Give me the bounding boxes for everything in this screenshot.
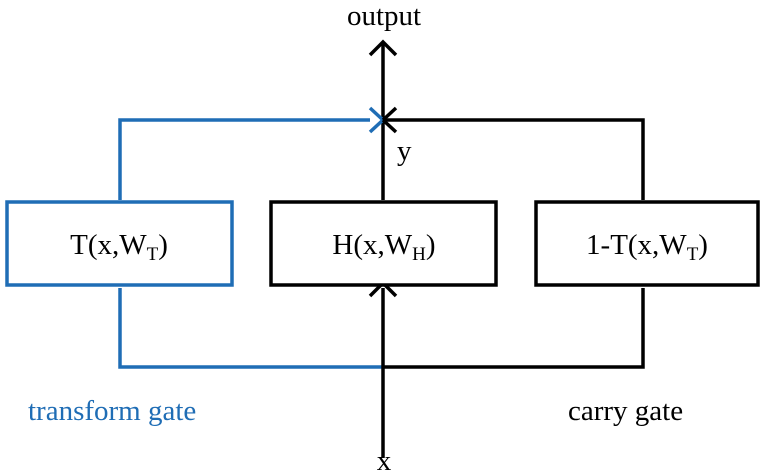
carry-gate-input-line xyxy=(383,288,645,369)
transform-gate-output-line xyxy=(118,118,370,200)
output-label: output xyxy=(347,0,421,32)
carry-gate-output-line xyxy=(383,118,645,200)
hidden-layer-function: H(x,WH) xyxy=(332,229,435,265)
carry-gate-box xyxy=(534,200,760,287)
y-label: y xyxy=(397,135,412,167)
carry-gate-function: 1-T(x,WT) xyxy=(586,229,708,265)
output-arrowhead xyxy=(368,39,398,57)
carry-gate-label: carry gate xyxy=(568,395,683,427)
junction-cross-icon xyxy=(368,106,398,134)
transform-gate-input-line xyxy=(118,288,383,369)
transform-gate-wiring xyxy=(118,118,383,369)
input-label: x xyxy=(377,445,392,475)
transform-gate-box xyxy=(5,200,234,287)
transform-gate-label: transform gate xyxy=(28,395,196,427)
transform-gate-function: T(x,WT) xyxy=(70,229,168,265)
carry-gate-wiring xyxy=(368,39,645,458)
hidden-layer-box xyxy=(269,200,498,287)
